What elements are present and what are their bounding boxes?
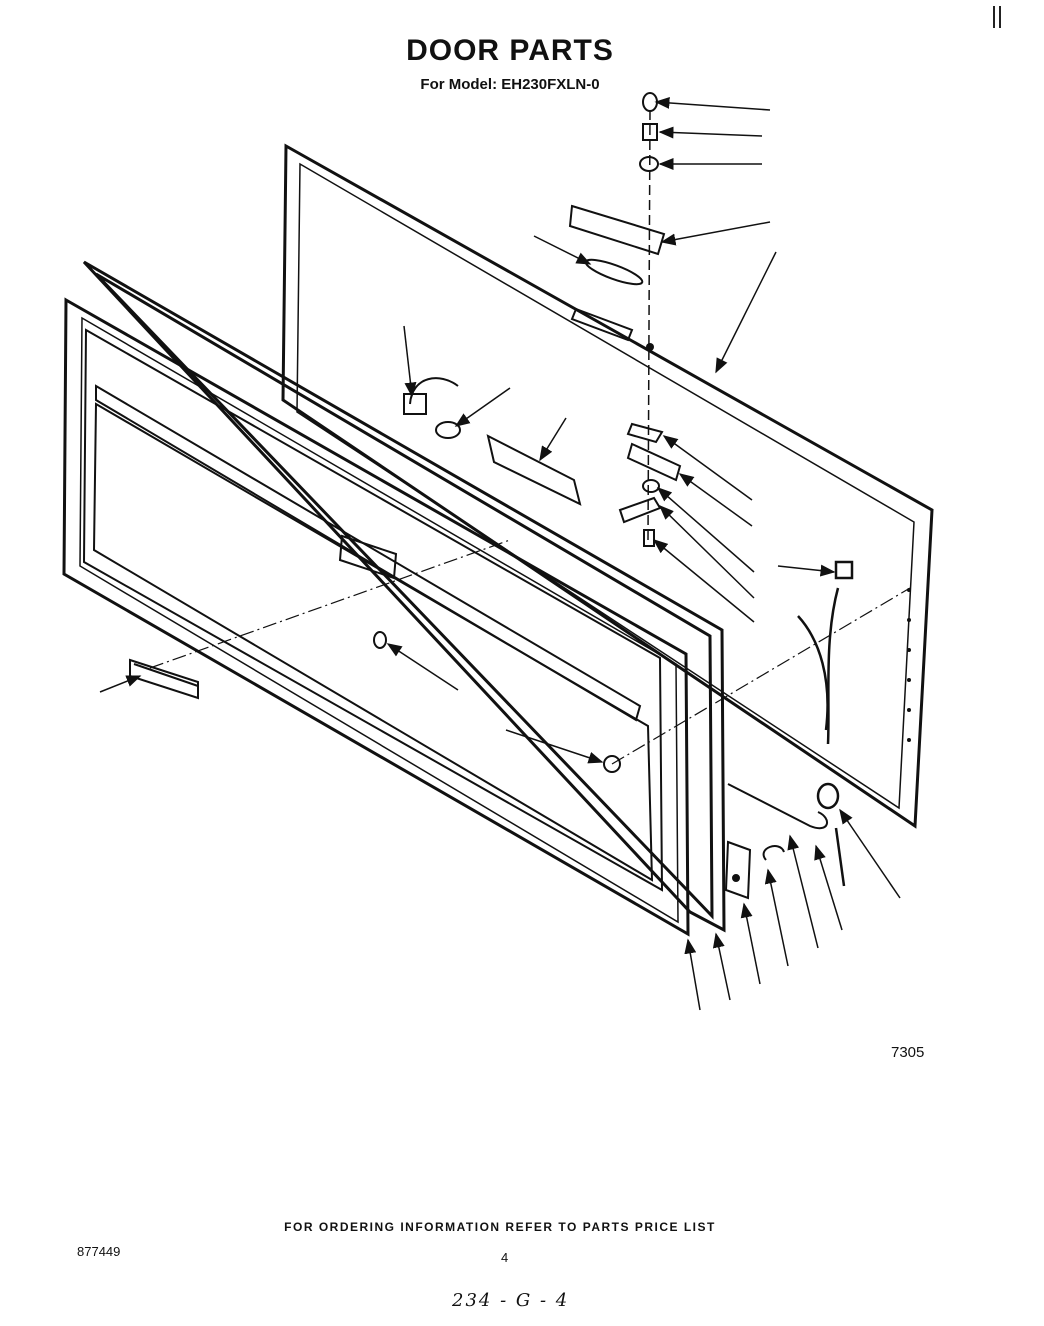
latch-bracket: [338, 534, 398, 580]
door-panel-back: [281, 143, 934, 829]
door-inner-liner: [82, 328, 664, 892]
ordering-note: FOR ORDERING INFORMATION REFER TO PARTS …: [284, 1220, 716, 1234]
leader-lines: [99, 96, 901, 1011]
model-subtitle: For Model: EH230FXLN-0: [420, 76, 600, 93]
screws: [373, 631, 621, 773]
assembly-lines: [149, 539, 911, 765]
door-gasket-frame: [82, 260, 726, 933]
lower-hinge-parts: [724, 783, 828, 900]
page-number: 4: [501, 1250, 509, 1265]
hinge-hardware: [568, 92, 682, 547]
page-title: DOOR PARTS: [406, 34, 614, 67]
back-panel-holes: [646, 343, 911, 742]
back-panel-slot: [570, 307, 634, 342]
hinge-axis: [647, 109, 651, 541]
door-outer-frame: [62, 297, 690, 937]
wiring-harness: [797, 560, 854, 887]
light-assembly: [403, 377, 582, 506]
corner-mark: [993, 6, 1001, 28]
figure-code: 7305: [891, 1044, 925, 1061]
handle-part: [129, 658, 199, 700]
handwritten-note: 234 - G - 4: [452, 1290, 570, 1311]
document-number: 877449: [77, 1244, 121, 1259]
